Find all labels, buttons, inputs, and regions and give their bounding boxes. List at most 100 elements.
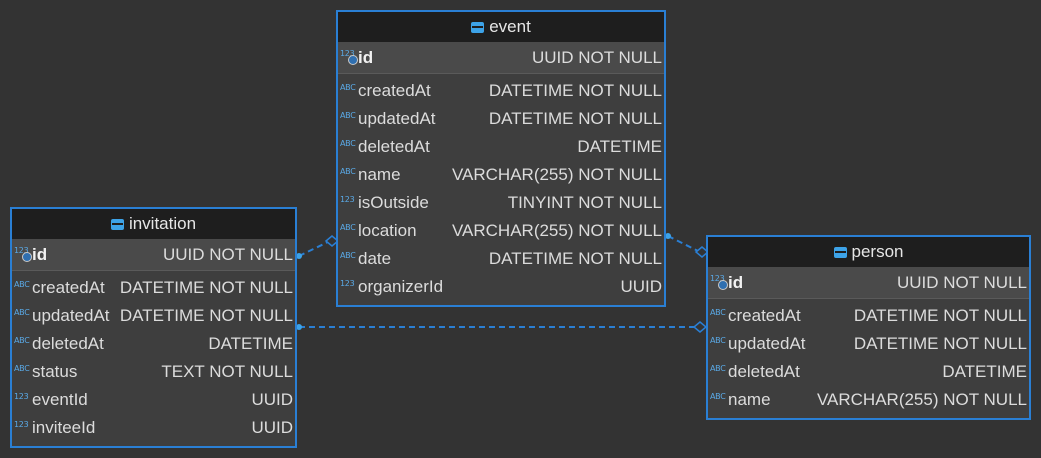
- column-name: isOutside: [358, 193, 429, 212]
- column-type: UUID NOT NULL: [531, 47, 662, 67]
- link-invitation-person-end: [692, 321, 708, 333]
- column-name: status: [32, 362, 78, 381]
- column-type: DATETIME NOT NULL: [488, 109, 662, 128]
- column-type: TEXT NOT NULL: [161, 362, 293, 381]
- abc-type-icon: ABC: [340, 250, 356, 260]
- column-name: updatedAt: [728, 334, 806, 353]
- column-type: DATETIME NOT NULL: [488, 249, 662, 268]
- column-type: DATETIME NOT NULL: [119, 278, 293, 297]
- column-name: createdAt: [358, 81, 431, 100]
- primary-key-row[interactable]: 123 id UUID NOT NULL: [338, 42, 664, 74]
- entity-header[interactable]: event: [338, 12, 664, 42]
- column-name: createdAt: [728, 306, 801, 325]
- key-icon: 123: [14, 246, 32, 262]
- column-type: DATETIME: [577, 137, 662, 156]
- abc-type-icon: ABC: [14, 279, 30, 289]
- column-name: deletedAt: [728, 362, 800, 381]
- column-type: UUID: [251, 390, 293, 409]
- column-name: name: [358, 165, 401, 184]
- entity-title: event: [489, 17, 531, 36]
- column-name: updatedAt: [358, 109, 436, 128]
- column-type: DATETIME NOT NULL: [853, 334, 1027, 353]
- column-type: DATETIME NOT NULL: [853, 306, 1027, 325]
- column-name: updatedAt: [32, 306, 110, 325]
- 123-type-icon: 123: [14, 419, 29, 429]
- 123-type-icon: 123: [340, 194, 355, 204]
- table-icon: [833, 246, 847, 258]
- abc-type-icon: ABC: [340, 222, 356, 232]
- abc-type-icon: ABC: [340, 166, 356, 176]
- link-event-person: [667, 235, 701, 253]
- abc-type-icon: ABC: [710, 391, 726, 401]
- column-name: organizerId: [358, 277, 444, 296]
- column-type: VARCHAR(255) NOT NULL: [816, 390, 1027, 409]
- column-name: id: [32, 244, 48, 264]
- column-type: TINYINT NOT NULL: [507, 193, 662, 212]
- column-type: DATETIME NOT NULL: [488, 81, 662, 100]
- column-name: inviteeId: [32, 418, 96, 437]
- column-name: name: [728, 390, 771, 409]
- entity-header[interactable]: invitation: [12, 209, 295, 239]
- column-name: deletedAt: [32, 334, 104, 353]
- abc-type-icon: ABC: [14, 335, 30, 345]
- table-icon: [471, 21, 485, 33]
- link-invitation-event: [298, 240, 331, 257]
- primary-key-row[interactable]: 123 id UUID NOT NULL: [12, 239, 295, 271]
- entity-title: invitation: [128, 214, 197, 233]
- abc-type-icon: ABC: [710, 335, 726, 345]
- primary-key-row[interactable]: 123 id UUID NOT NULL: [708, 267, 1029, 299]
- column-name: location: [358, 221, 417, 240]
- column-type: DATETIME: [208, 334, 293, 353]
- abc-type-icon: ABC: [340, 110, 356, 120]
- abc-type-icon: ABC: [14, 307, 30, 317]
- entity-title: person: [851, 242, 904, 261]
- column-type: VARCHAR(255) NOT NULL: [451, 165, 662, 184]
- column-name: id: [358, 47, 374, 67]
- abc-type-icon: ABC: [710, 307, 726, 317]
- column-name: eventId: [32, 390, 88, 409]
- table-icon: [110, 218, 124, 230]
- column-type: UUID: [251, 418, 293, 437]
- abc-type-icon: ABC: [710, 363, 726, 373]
- column-name: createdAt: [32, 278, 105, 297]
- column-type: DATETIME NOT NULL: [119, 306, 293, 325]
- column-name: date: [358, 249, 392, 268]
- column-type: UUID NOT NULL: [896, 272, 1027, 292]
- column-name: deletedAt: [358, 137, 430, 156]
- 123-type-icon: 123: [340, 278, 355, 288]
- column-type: VARCHAR(255) NOT NULL: [451, 221, 662, 240]
- key-icon: 123: [340, 49, 358, 65]
- column-type: DATETIME: [942, 362, 1027, 381]
- abc-type-icon: ABC: [14, 363, 30, 373]
- column-name: id: [728, 272, 744, 292]
- column-type: UUID NOT NULL: [162, 244, 293, 264]
- key-icon: 123: [710, 274, 728, 290]
- entity-header[interactable]: person: [708, 237, 1029, 267]
- 123-type-icon: 123: [14, 391, 29, 401]
- column-type: UUID: [620, 277, 662, 296]
